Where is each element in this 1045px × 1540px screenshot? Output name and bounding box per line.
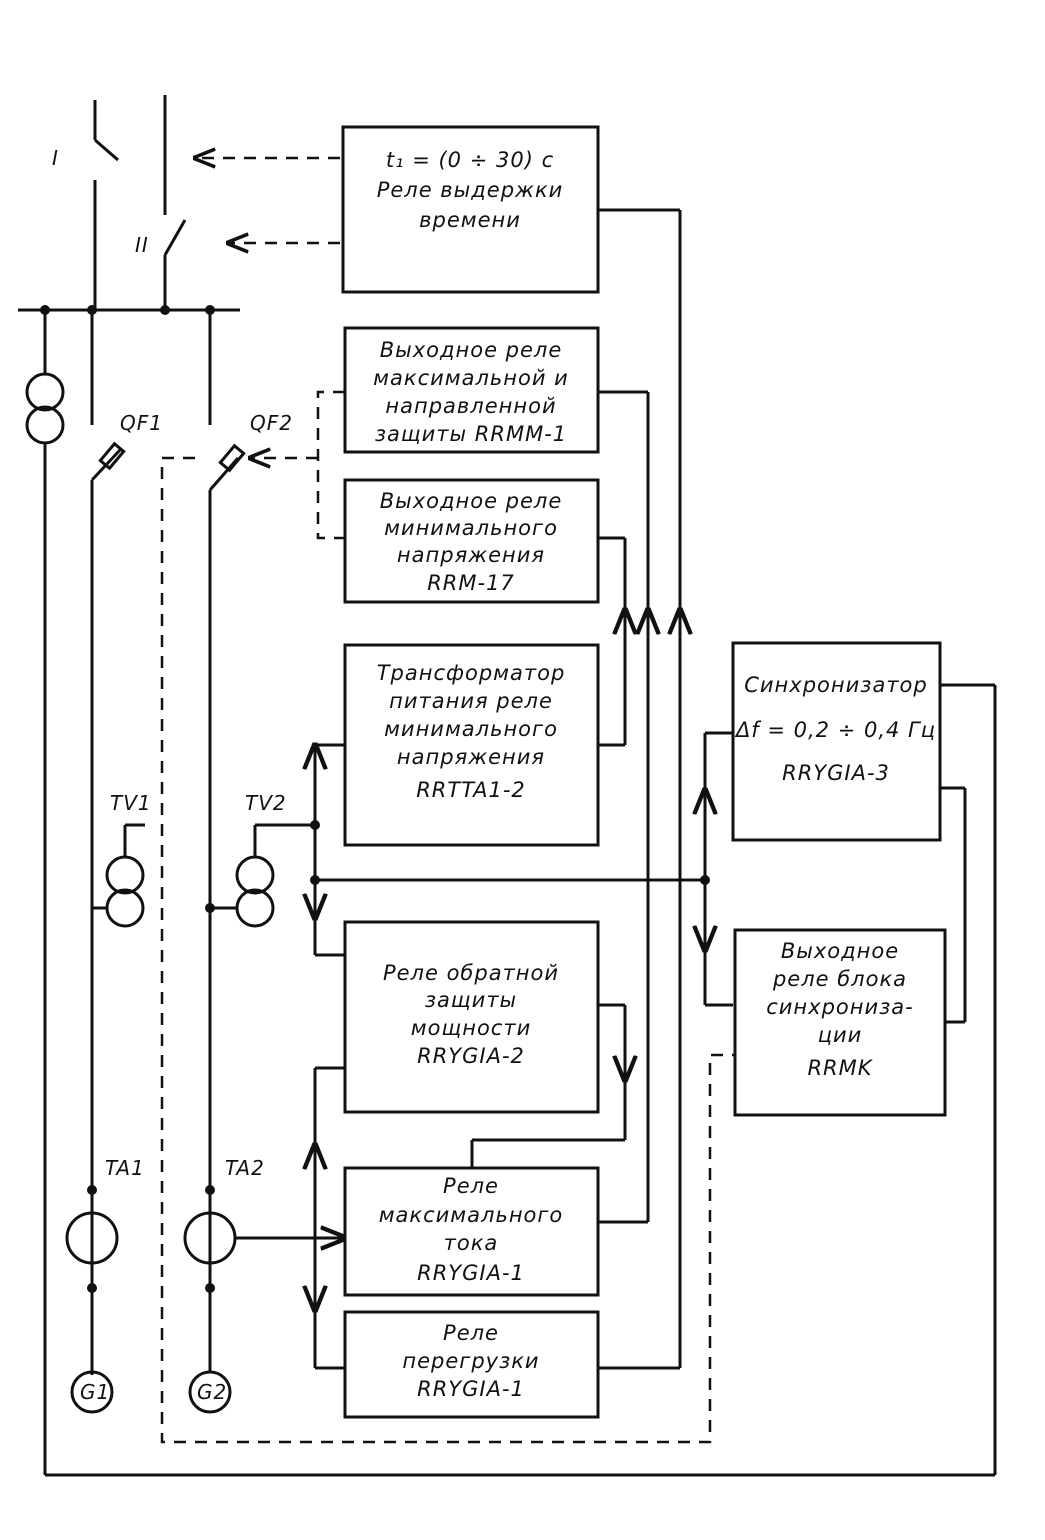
block-time-relay: t₁ = (0 ÷ 30) c Реле выдержки времени <box>341 125 600 294</box>
block-reverse-power-relay: Реле обратной защиты мощности RRYGIA-2 <box>343 920 600 1114</box>
transformer-line-5: RRTTA1-2 <box>416 778 526 802</box>
synchronizer-line-1: Синхронизатор <box>744 673 927 697</box>
synchronizer-line-2: Δf = 0,2 ÷ 0,4 Гц <box>734 718 936 742</box>
time-relay-line-2: Реле выдержки <box>377 178 564 202</box>
reverse-power-line-1: Реле обратной <box>383 961 559 985</box>
transformer-line-3: минимального <box>384 717 558 741</box>
max-current-line-2: максимального <box>379 1203 564 1227</box>
max-current-line-1: Реле <box>443 1174 499 1198</box>
max-current-line-4: RRYGIA-1 <box>417 1261 525 1285</box>
overload-line-3: RRYGIA-1 <box>417 1377 525 1401</box>
output-max-line-2: максимальной и <box>373 366 569 390</box>
qf1-label: QF1 <box>120 411 163 435</box>
synchronizer-line-3: RRYGIA-3 <box>782 761 890 785</box>
block-overload-relay: Реле перегрузки RRYGIA-1 <box>343 1310 600 1419</box>
reverse-power-line-2: защиты <box>425 988 517 1012</box>
transformer-line-2: питания реле <box>389 689 553 713</box>
sync-output-line-5: RRMK <box>807 1056 873 1080</box>
block-max-current-relay: Реле максимального тока RRYGIA-1 <box>343 1166 600 1297</box>
reverse-power-line-4: RRYGIA-2 <box>417 1044 525 1068</box>
output-max-line-4: защиты RRMM-1 <box>375 422 567 446</box>
transformer-line-4: напряжения <box>397 745 545 769</box>
tv2-label: TV2 <box>245 791 287 815</box>
g1-label: G1 <box>80 1380 110 1404</box>
bus-I-label: I <box>52 146 59 170</box>
bus-II-label: II <box>135 233 149 257</box>
output-max-line-1: Выходное реле <box>380 338 563 362</box>
output-min-line-2: минимального <box>384 516 558 540</box>
output-min-line-1: Выходное реле <box>380 489 563 513</box>
output-min-line-3: напряжения <box>397 543 545 567</box>
max-current-line-3: тока <box>444 1231 499 1255</box>
block-supply-transformer: Трансформатор питания реле минимального … <box>343 643 600 847</box>
sync-output-line-3: синхрониза- <box>766 995 914 1019</box>
ta2-label: TA2 <box>225 1156 265 1180</box>
block-sync-output-relay: Выходное реле блока синхрониза- ции RRMK <box>733 928 947 1117</box>
sync-output-line-2: реле блока <box>772 967 907 991</box>
output-max-line-3: направленной <box>385 394 556 418</box>
reverse-power-line-3: мощности <box>411 1016 531 1040</box>
generator-g1-icon <box>70 1370 114 1414</box>
aux-transformer-icon <box>25 372 65 412</box>
g2-label: G2 <box>197 1380 227 1404</box>
sync-output-line-1: Выходное <box>781 939 899 963</box>
ta1-label: TA1 <box>105 1156 145 1180</box>
ta1-icon <box>65 1211 119 1265</box>
block-output-max-relay: Выходное реле максимальной и направленно… <box>343 326 600 454</box>
tv1-icon <box>105 855 145 895</box>
output-min-line-4: RRM-17 <box>427 571 515 595</box>
generator-g2-icon <box>188 1370 232 1414</box>
sync-output-line-4: ции <box>818 1023 863 1047</box>
busbar-section <box>18 95 240 315</box>
tv1-label: TV1 <box>110 791 152 815</box>
qf2-label: QF2 <box>250 411 293 435</box>
time-relay-line-1: t₁ = (0 ÷ 30) c <box>386 148 554 172</box>
block-output-min-voltage-relay: Выходное реле минимального напряжения RR… <box>343 478 600 604</box>
tv2-icon <box>235 855 275 895</box>
transformer-line-1: Трансформатор <box>377 661 566 685</box>
block-synchronizer: Синхронизатор Δf = 0,2 ÷ 0,4 Гц RRYGIA-3 <box>731 641 942 842</box>
time-relay-line-3: времени <box>419 208 521 232</box>
overload-line-2: перегрузки <box>402 1349 539 1373</box>
overload-line-1: Реле <box>443 1321 499 1345</box>
